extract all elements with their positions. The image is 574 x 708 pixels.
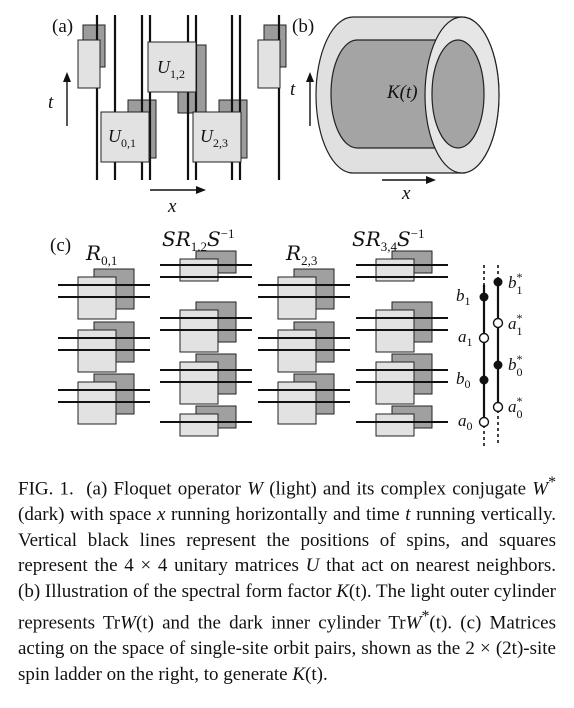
site-a0 <box>478 416 490 428</box>
time-axis-label: t <box>48 92 54 113</box>
space-axis-label-b: x <box>401 183 411 204</box>
column-header-sr12s: SR1,2S−1 <box>162 226 235 254</box>
site-a1-conj <box>492 317 504 329</box>
column-header-r01: R0,1 <box>85 241 117 268</box>
panel-c-label: (c) <box>50 235 71 256</box>
ladder-label-a0: a0 <box>458 411 473 433</box>
site-b1-conj <box>493 277 503 287</box>
column-header-sr34s: SR3,4S−1 <box>352 226 425 254</box>
ladder-label-a1-conj: a*1 <box>508 311 523 338</box>
light-gate-block <box>375 413 415 437</box>
space-axis-arrow-b <box>382 176 436 184</box>
space-axis-arrow <box>150 186 206 194</box>
light-gate-layer <box>77 39 281 163</box>
site-a0-conj <box>492 401 504 413</box>
gate-u12 <box>147 41 197 93</box>
panel-c: (c) R0,1 SR1,2S−1 R2,3 SR3,4S−1 <box>50 226 523 448</box>
site-b0 <box>479 375 489 385</box>
panel-b-label: (b) <box>292 16 314 37</box>
panel-b: (b) K(t) t x <box>290 16 500 204</box>
time-axis-arrow-b <box>306 72 314 126</box>
gate-blocks <box>58 250 448 437</box>
time-axis-arrow <box>63 72 71 126</box>
gate-u23 <box>192 111 242 163</box>
ladder-label-a1: a1 <box>458 327 473 349</box>
caption-text: (a) Floquet operator <box>86 478 248 500</box>
gate-u01 <box>100 111 150 163</box>
column-header-r23: R2,3 <box>285 241 317 268</box>
ladder-label-b1: b1 <box>456 286 471 308</box>
space-axis-label: x <box>167 196 177 217</box>
panel-a-label: (a) <box>52 16 73 37</box>
site-b0-conj <box>493 360 503 370</box>
ladder-label-b0-conj: b*0 <box>508 352 523 379</box>
figure-caption: FIG. 1. (a) Floquet operator W (light) a… <box>18 474 557 685</box>
panel-a: (a) U1, <box>48 15 287 217</box>
gate-u12-label: U1,2 <box>157 57 185 81</box>
spin-ladder <box>478 265 504 448</box>
ladder-label-b1-conj: b*1 <box>508 270 523 297</box>
time-axis-label-b: t <box>290 79 296 100</box>
figure-1: (a) U1, <box>48 15 523 448</box>
inner-cylinder-end <box>431 39 485 149</box>
gate-u23-label: U2,3 <box>200 126 228 150</box>
caption-label: FIG. 1. <box>18 478 74 500</box>
spectral-form-factor-label: K(t) <box>386 82 418 103</box>
ladder-label-b0: b0 <box>456 369 471 391</box>
ladder-label-a0-conj: a*0 <box>508 394 523 421</box>
gate-u01-label: U0,1 <box>108 126 136 150</box>
site-b1 <box>479 292 489 302</box>
light-gate-block <box>179 413 219 437</box>
site-a1 <box>478 332 490 344</box>
